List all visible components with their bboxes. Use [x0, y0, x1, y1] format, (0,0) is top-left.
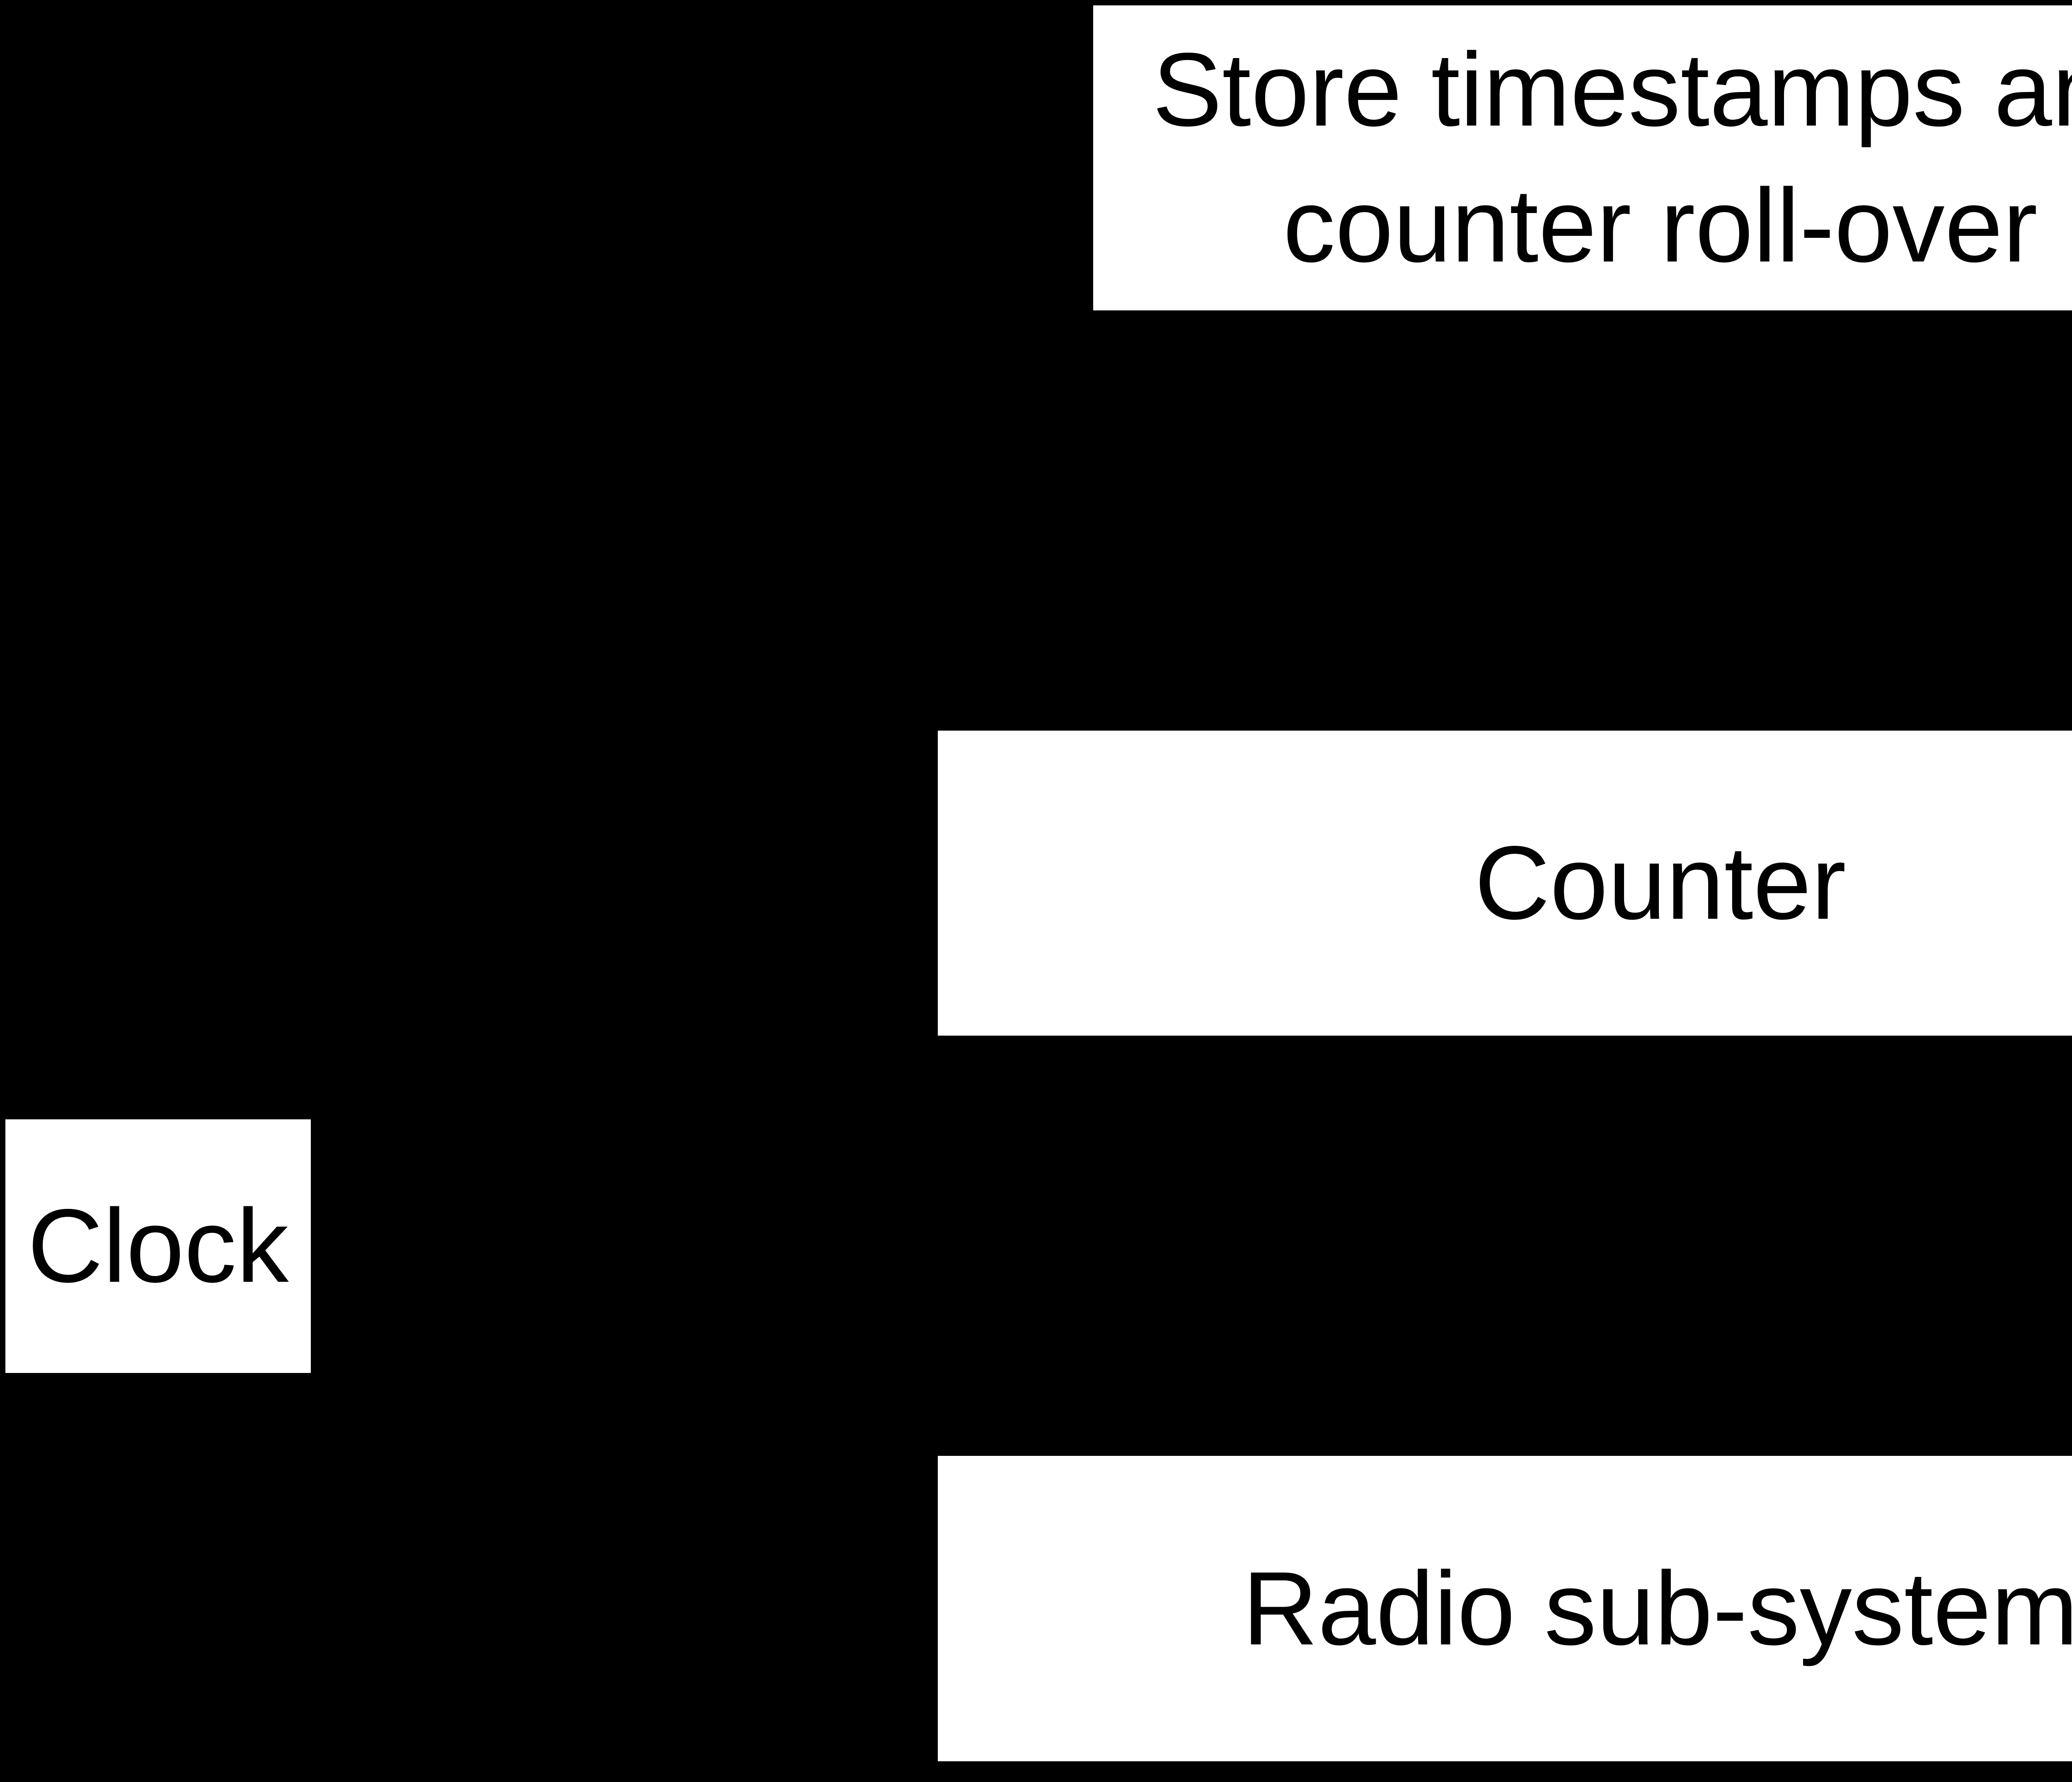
clock-label: Clock [27, 1188, 289, 1305]
radio-subsystem-label: Radio sub-system [1242, 1550, 2072, 1667]
counter-node: Counter [938, 731, 2072, 1036]
counter-label: Counter [1474, 825, 1846, 942]
radio-subsystem-node: Radio sub-system [938, 1456, 2072, 1761]
store-timestamps-label: Store timestamps and counter roll-over [1152, 31, 2072, 284]
clock-node: Clock [5, 1119, 311, 1373]
store-timestamps-node: Store timestamps and counter roll-over [1093, 5, 2072, 310]
